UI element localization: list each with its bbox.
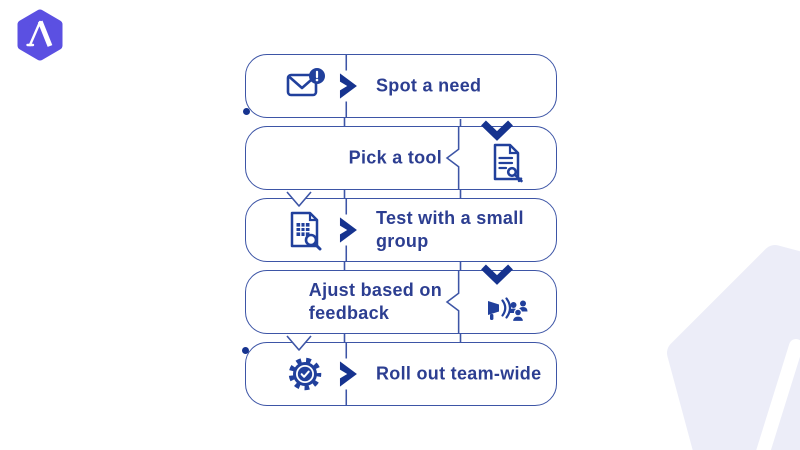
flow-end-dot <box>242 347 249 354</box>
step-box-pick-a-tool: Pick a tool <box>245 120 557 190</box>
divider-chevron-right-icon <box>339 55 357 117</box>
step-label-line: Roll out team-wide <box>376 363 542 384</box>
step-label-line: Spot a need <box>376 75 482 96</box>
hexagon-A-logo-icon <box>17 9 63 61</box>
step-label: Roll out team-wide <box>376 363 541 386</box>
arrow-down-icon <box>481 120 513 141</box>
step-label: Pick a tool <box>349 147 442 170</box>
megaphone-people-icon <box>488 297 528 323</box>
step-label-line: Ajust based on <box>308 280 442 300</box>
document-key-icon <box>493 143 523 183</box>
step-box-roll-out: Roll out team-wide <box>245 334 557 406</box>
flow-start-dot <box>243 108 250 115</box>
mail-alert-icon <box>286 68 325 97</box>
spreadsheet-search-icon <box>290 211 322 251</box>
gear-check-icon <box>288 357 322 391</box>
divider-chevron-left-icon <box>445 271 460 333</box>
divider-chevron-right-icon <box>339 199 357 261</box>
divider-chevron-left-icon <box>445 127 460 189</box>
step-label: Spot a need <box>376 75 481 98</box>
arrow-down-icon <box>481 264 513 285</box>
divider-chevron-right-icon <box>339 343 357 405</box>
bubble-tail-icon <box>286 190 312 207</box>
watermark-hexagon-icon <box>667 245 800 450</box>
step-box-test-small-group: Test with a small group <box>245 190 557 262</box>
step-label-line: feedback <box>308 303 390 323</box>
step-label: Ajust based on feedback <box>309 279 442 325</box>
bubble-tail-icon <box>286 334 312 351</box>
brand-logo <box>16 9 64 61</box>
step-label: Test with a small group <box>376 207 524 253</box>
step-box-adjust-feedback: Ajust based on feedback <box>245 264 557 334</box>
step-label-line: group <box>376 231 429 251</box>
step-label-line: Test with a small <box>376 208 524 228</box>
step-label-line: Pick a tool <box>348 147 442 168</box>
step-box-spot-a-need: Spot a need <box>245 54 557 118</box>
